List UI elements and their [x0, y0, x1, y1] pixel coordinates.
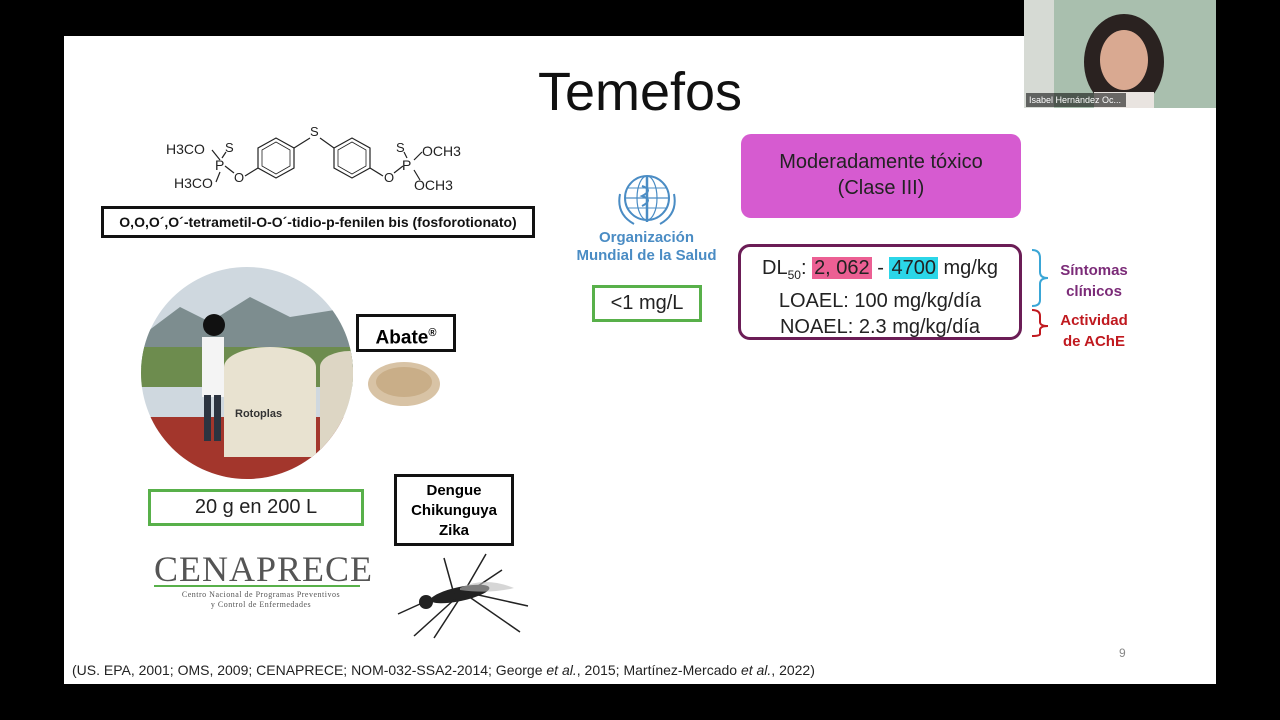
dl50-subscript: 50: [787, 268, 801, 282]
svg-text:O: O: [384, 170, 394, 185]
ache-line2: de AChE: [1063, 333, 1125, 350]
chem-label-right-top: OCH3: [422, 143, 461, 159]
chem-label-right-bottom: OCH3: [414, 177, 453, 193]
ref-part-c: , 2022): [771, 662, 815, 678]
participant-avatar: [1024, 0, 1216, 108]
ache-label: Actividad de AChE: [1052, 310, 1136, 352]
chemical-structure: H3CO H3CO P S O S O P S OCH3 OCH3: [166, 126, 461, 193]
svg-text:S: S: [310, 126, 319, 139]
symptoms-line2: clínicos: [1066, 283, 1122, 300]
chem-label-left-bottom: H3CO: [174, 175, 213, 191]
references: (US. EPA, 2001; OMS, 2009; CENAPRECE; NO…: [72, 662, 815, 678]
symptoms-label: Síntomas clínicos: [1054, 260, 1134, 302]
dl50-colon: :: [800, 257, 813, 279]
ref-part-b: , 2015; Martínez-Mercado: [576, 662, 741, 678]
abate-reg: ®: [428, 327, 437, 339]
ref-part-a: (US. EPA, 2001; OMS, 2009; CENAPRECE; NO…: [72, 662, 547, 678]
ache-line1: Actividad: [1060, 312, 1128, 329]
who-name: Organización Mundial de la Salud: [574, 229, 719, 265]
dl50-label: DL: [762, 257, 788, 279]
slide-title: Temefos: [537, 62, 743, 122]
svg-text:S: S: [225, 140, 234, 155]
who-name-line1: Organización: [598, 229, 695, 246]
ref-etal-2: et al.: [740, 662, 772, 678]
participant-name: Isabel Hernández Oc...: [1026, 93, 1126, 107]
svg-text:O: O: [234, 170, 244, 185]
iupac-name-box: O,O,O´,O´-tetrametil-O-O´-tidio-p-fenile…: [101, 206, 535, 238]
disease-2: Chikunguya: [411, 502, 497, 519]
loael-row: LOAEL: 100 mg/kg/día: [778, 290, 982, 312]
disease-3: Zika: [438, 522, 469, 539]
noael-row: NOAEL: 2.3 mg/kg/día: [779, 316, 981, 338]
who-name-line2: Mundial de la Salud: [576, 247, 717, 264]
ref-etal-1: et al.: [546, 662, 577, 678]
dl50-row: DL50: 2, 062 - 4700 mg/kg: [741, 255, 1019, 288]
svg-text:P: P: [215, 157, 224, 173]
bracket-icons: [1031, 249, 1049, 337]
dl50-low-value: 2, 062: [812, 257, 872, 279]
toxicity-line1: Moderadamente tóxico: [779, 151, 983, 173]
toxicity-line2: (Clase III): [837, 177, 925, 199]
mosquito-image: [397, 553, 529, 639]
dl50-unit: mg/kg: [937, 257, 998, 279]
disease-1: Dengue: [426, 482, 482, 499]
cenaprece-logo: CENAPRECE: [154, 549, 374, 589]
cenaprece-subtitle: Centro Nacional de Programas Preventivos…: [156, 590, 366, 610]
abate-name: Abate: [375, 327, 429, 349]
diseases-box: Dengue Chikunguya Zika: [394, 474, 514, 546]
chem-label-left-top: H3CO: [166, 141, 205, 157]
presentation-slide: Temefos H3CO H3CO P S O S O P S OCH3 OCH…: [64, 36, 1216, 684]
page-number: 9: [1119, 646, 1126, 660]
participant-video[interactable]: [1024, 0, 1216, 108]
dose-box: 20 g en 200 L: [148, 489, 364, 526]
cenaprece-sub2: y Control de Enfermedades: [210, 600, 312, 609]
dl50-dash: -: [871, 257, 890, 279]
symptoms-line1: Síntomas: [1060, 262, 1128, 279]
granules-image: [368, 362, 440, 406]
svg-text:P: P: [402, 157, 411, 173]
cenaprece-line: [154, 585, 360, 587]
abate-label: Abate®: [356, 314, 456, 352]
who-limit-box: <1 mg/L: [592, 285, 702, 322]
dl50-high-value: 4700: [889, 257, 938, 279]
toxicity-values-box: DL50: 2, 062 - 4700 mg/kg LOAEL: 100 mg/…: [738, 244, 1022, 340]
toxicity-class-box: Moderadamente tóxico (Clase III): [741, 134, 1021, 218]
who-logo-icon: [618, 175, 676, 225]
svg-text:S: S: [396, 140, 405, 155]
cenaprece-sub1: Centro Nacional de Programas Preventivos: [181, 590, 341, 599]
water-tank-photo: Rotoplas: [141, 267, 353, 479]
tank-brand: Rotoplas: [235, 408, 282, 420]
